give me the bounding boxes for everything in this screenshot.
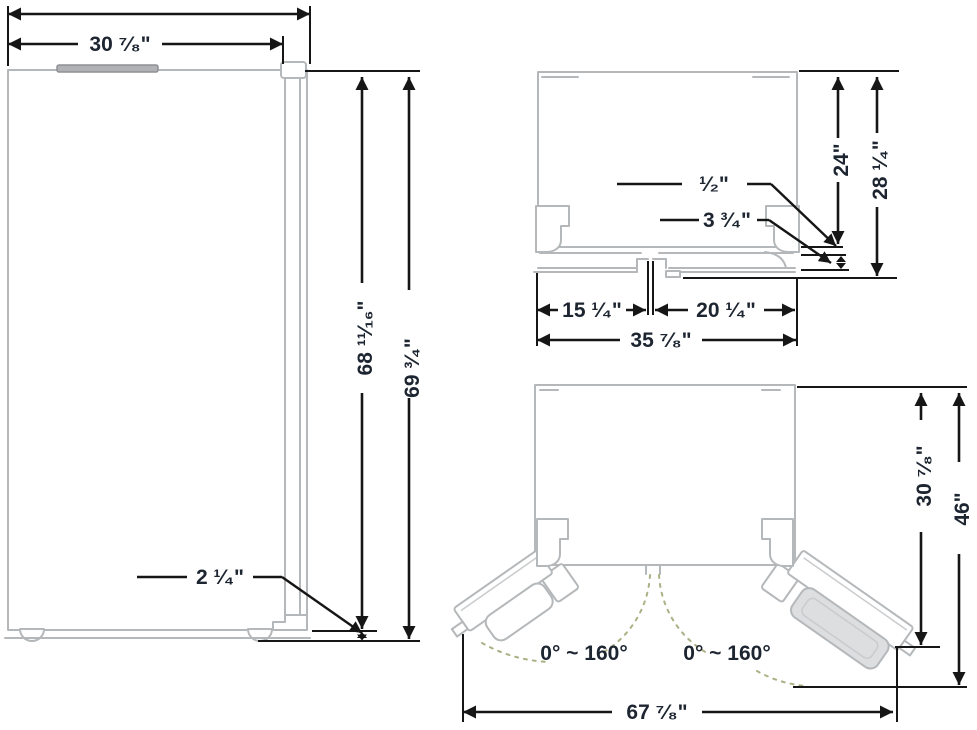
right-door-open [761, 550, 917, 670]
height-dimensions: 68 ¹¹⁄₁₆" 69 ³⁄₄" [258, 70, 424, 642]
width-dimension: 30 ⁷⁄₈" [8, 33, 284, 64]
door-swing-arcs [481, 574, 808, 687]
width-doors-open-label: 67 ⁷⁄₈" [626, 701, 687, 724]
right-door-width-label: 20 ¹⁄₄" [696, 299, 756, 322]
doors-closed-profile [533, 252, 796, 278]
left-hinge [535, 205, 570, 253]
left-swing-arc-tail [481, 642, 549, 663]
door-gap-label: ¹⁄₂" [699, 173, 729, 196]
height-case-label: 68 ¹¹⁄₁₆" [354, 301, 377, 376]
right-door-bin [790, 587, 890, 670]
right-swing-arc [658, 574, 708, 654]
right-swing-arc-tail [756, 670, 808, 687]
side-view-diagram: 30 ⁷⁄₈" 68 ¹¹⁄₁₆" 69 ³⁄₄" 2 ¹⁄₄" [4, 6, 424, 642]
top-trim-strip [56, 64, 159, 73]
right-swing-label: 0° ~ 160° [683, 642, 770, 665]
width-dimensions: 15 ¹⁄₄" 20 ¹⁄₄" 35 ⁷⁄₈" [536, 273, 798, 352]
depth-total-open-label: 46" [951, 492, 974, 525]
top-view-open-diagram: 0° ~ 160° 0° ~ 160° 30 ⁷⁄₈" 46" 67 ⁷⁄₈" [450, 384, 974, 724]
left-swing-arc [601, 574, 651, 654]
depth-door-open-label: 30 ⁷⁄₈" [913, 445, 936, 506]
door-thickness-label: 3 ³⁄₄" [703, 209, 751, 232]
left-door-open [450, 550, 579, 642]
depth-total-dimension: 28 ¹⁄₄" [869, 77, 892, 276]
height-total-label: 69 ³⁄₄" [401, 338, 424, 398]
left-door-width-label: 15 ¹⁄₄" [562, 299, 622, 322]
cabinet-top-outline-open [534, 384, 796, 566]
width-label: 30 ⁷⁄₈" [89, 33, 150, 56]
depth-total-label: 28 ¹⁄₄" [869, 140, 892, 200]
rear-foot [247, 628, 273, 642]
left-door-handle-tab [450, 620, 469, 638]
cabinet-side-outline [7, 69, 308, 631]
right-hinge-bracket [761, 518, 794, 567]
depth-case-dimension: 24" [830, 77, 853, 244]
overall-depth-dimension [7, 6, 311, 66]
depth-case-label: 24" [830, 143, 853, 176]
width-total-label: 35 ⁷⁄₈" [630, 329, 691, 352]
front-foot [19, 628, 45, 642]
hinge-cover [280, 61, 307, 79]
left-swing-label: 0° ~ 160° [540, 642, 627, 665]
open-depth-dimensions: 30 ⁷⁄₈" 46" [793, 386, 974, 722]
door-thickness-callout: 3 ³⁄₄" [660, 209, 832, 264]
door-gap-callout: ¹⁄₂" [617, 173, 837, 247]
left-door-bin [484, 582, 554, 642]
left-hinge-bracket [536, 518, 569, 567]
base-clearance-callout: 2 ¹⁄₄" [137, 566, 363, 634]
right-hinge-curve [764, 251, 787, 269]
right-door-handle-tab [898, 639, 917, 657]
base-clearance-label: 2 ¹⁄₄" [196, 566, 244, 589]
top-view-closed-diagram: 24" 28 ¹⁄₄" ¹⁄₂" 3 ³⁄₄" [533, 70, 899, 352]
cabinet-top-outline [537, 71, 798, 248]
open-width-dimension: 67 ⁷⁄₈" [462, 634, 893, 724]
right-door-bin-rim [801, 597, 879, 659]
